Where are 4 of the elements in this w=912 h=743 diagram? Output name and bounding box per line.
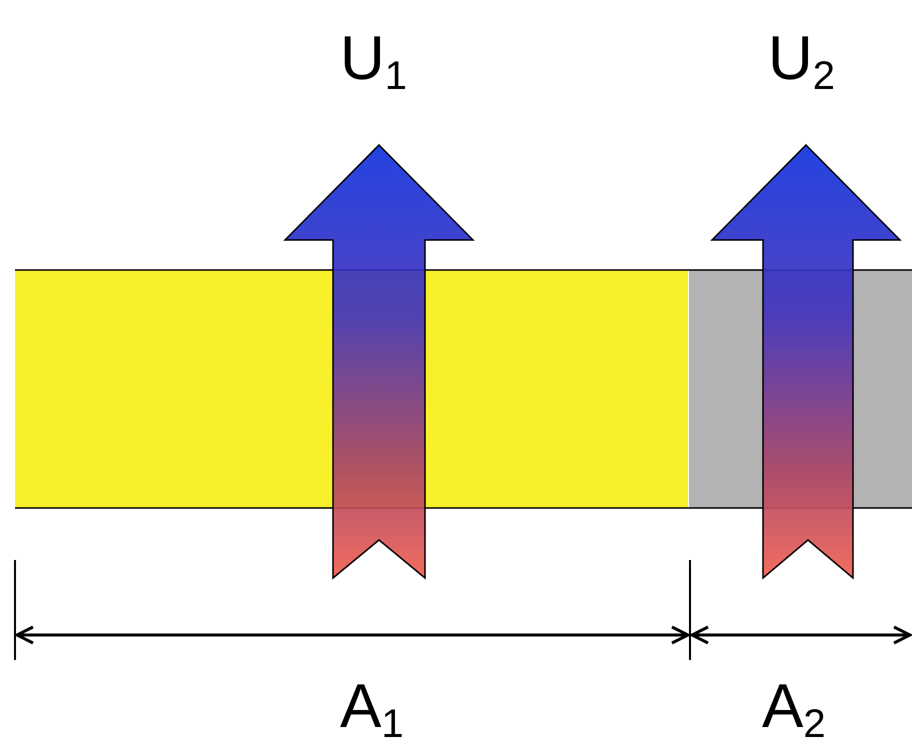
quantity-label: A$_{1}$	[340, 676, 404, 743]
quantity-label: A$_{2}$	[762, 676, 826, 743]
quantity-label: U$_{2}$	[768, 28, 836, 96]
quantity-label: U$_{1}$	[340, 28, 408, 96]
